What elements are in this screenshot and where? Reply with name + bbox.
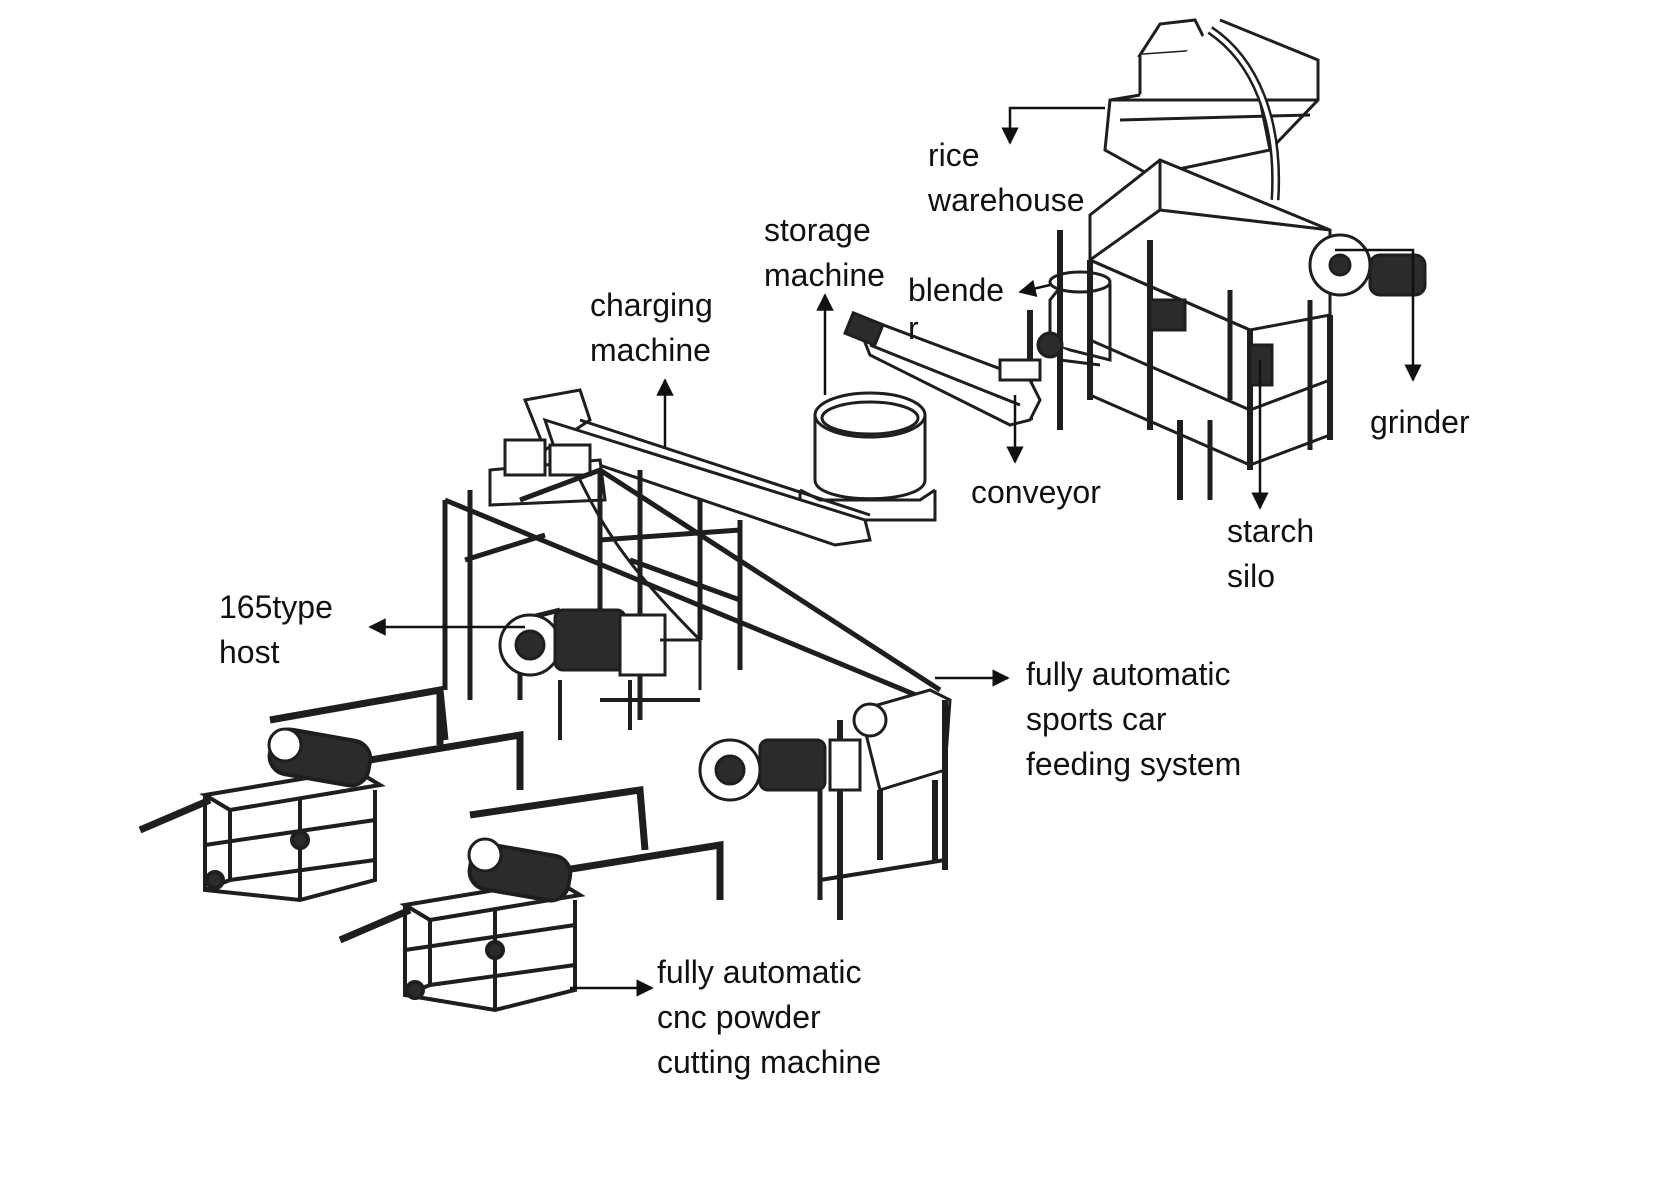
arrow-rice-warehouse bbox=[1001, 106, 1105, 145]
leader-arrows bbox=[368, 106, 1422, 997]
label-sports-car-feeding-system: fully automatic sports car feeding syste… bbox=[1026, 656, 1242, 782]
cutting-machine-left bbox=[138, 685, 524, 903]
storage-machine-bin bbox=[798, 391, 937, 522]
arrow-blender bbox=[1018, 279, 1051, 297]
label-conveyor: conveyor bbox=[971, 474, 1101, 510]
cutting-machine-right bbox=[338, 785, 724, 1013]
rice-warehouse-hopper bbox=[1103, 18, 1320, 201]
label-rice-warehouse: rice warehouse bbox=[928, 137, 1085, 218]
label-blender: blende r bbox=[908, 272, 1005, 346]
label-grinder: grinder bbox=[1370, 404, 1470, 440]
mixer-tank-frame bbox=[1087, 158, 1427, 500]
label-storage-machine: storage machine bbox=[764, 212, 885, 293]
label-charging-machine: charging machine bbox=[590, 287, 713, 368]
arrow-grinder bbox=[1335, 248, 1422, 382]
label-165type-host: 165type host bbox=[219, 589, 333, 670]
charging-machine-trough bbox=[488, 388, 872, 547]
label-starch-silo: starch silo bbox=[1227, 513, 1315, 594]
label-cnc-powder-cutting-machine: fully automatic cnc powder cutting machi… bbox=[657, 954, 882, 1080]
conveyor-belt bbox=[843, 310, 1064, 427]
sports-car-feeding-unit bbox=[698, 688, 952, 920]
host-165type-unit bbox=[498, 608, 702, 740]
main-support-frame bbox=[442, 467, 942, 720]
